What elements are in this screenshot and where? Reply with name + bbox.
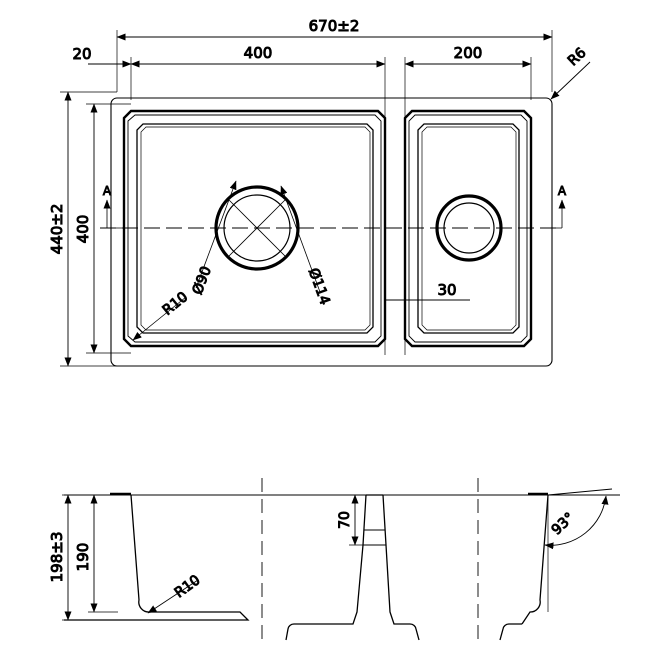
left-drain	[214, 185, 300, 271]
dim-overall-width: 670±2	[116, 17, 553, 41]
dim-label-670: 670±2	[309, 17, 360, 35]
section-mark-left: A	[102, 184, 124, 229]
left-bowl-rim-mid	[127, 114, 382, 343]
dim-label-198: 198±3	[48, 532, 66, 583]
sink-outer-plate	[110, 97, 553, 367]
dim-overall-depth: 440±2	[48, 91, 72, 367]
section-label-a-right: A	[558, 184, 567, 198]
dim-small-bowl-width: 200	[404, 44, 532, 68]
left-drain-inner-circle	[223, 194, 291, 262]
dim-label-440: 440±2	[48, 204, 66, 255]
section-right-wall	[521, 494, 549, 625]
section-view-group: 198±3 190 70 R10	[48, 478, 620, 641]
section-mark-right: A	[543, 184, 567, 229]
dim-label-400-top: 400	[244, 44, 273, 62]
dim-label-20: 20	[72, 45, 91, 63]
dim-label-400-side: 400	[74, 215, 92, 244]
drain-cross-2	[227, 198, 287, 258]
leader-r6: R6	[550, 44, 591, 100]
plan-view-group: 670±2 20 400 200 440±2 400	[48, 17, 591, 367]
dim-divider-gap: 30	[385, 281, 470, 301]
dim-large-bowl-width: 400	[130, 44, 386, 68]
section-left-wall	[64, 494, 250, 621]
right-bowl-rim-outer	[403, 109, 533, 348]
dim-label-93: 93°	[549, 510, 578, 539]
left-drain-outer-circle	[214, 185, 300, 271]
dim-label-dia114: Ø114	[305, 266, 333, 307]
dim-label-190: 190	[74, 543, 92, 572]
left-bowl-floor-inner	[140, 126, 371, 331]
right-drain	[435, 194, 503, 262]
dim-divider-drop: 70	[337, 494, 359, 546]
left-bowl-rim-outer	[122, 109, 387, 348]
right-bowl-rim-mid	[408, 114, 528, 343]
dim-label-70: 70	[337, 511, 353, 529]
dim-label-dia90: Ø90	[190, 264, 215, 297]
dim-left-inset: 20	[72, 45, 132, 68]
dim-label-200: 200	[454, 44, 483, 62]
leader-r10-section: R10	[147, 572, 204, 614]
right-drain-outer-circle	[435, 194, 503, 262]
dim-bowl-depth: 400	[74, 103, 98, 354]
left-bowl-floor	[136, 123, 374, 334]
left-bowl	[122, 109, 387, 348]
section-right-bottom	[499, 623, 522, 641]
section-label-a-left: A	[103, 184, 112, 198]
angle-93-degrees: 93°	[544, 488, 613, 550]
section-middle-left-profile	[285, 494, 367, 641]
right-bowl-floor	[417, 123, 520, 334]
section-divider-right-profile	[382, 494, 420, 641]
right-bowl	[403, 109, 533, 348]
dim-section-overall-height: 198±3	[48, 494, 72, 621]
dim-section-bowl-depth: 190	[74, 494, 98, 613]
section-extension-lines	[62, 494, 382, 621]
right-bowl-floor-inner	[421, 126, 517, 331]
right-drain-inner-circle	[443, 202, 495, 254]
dim-label-30: 30	[437, 281, 456, 299]
dim-label-r10-section: R10	[172, 572, 204, 601]
